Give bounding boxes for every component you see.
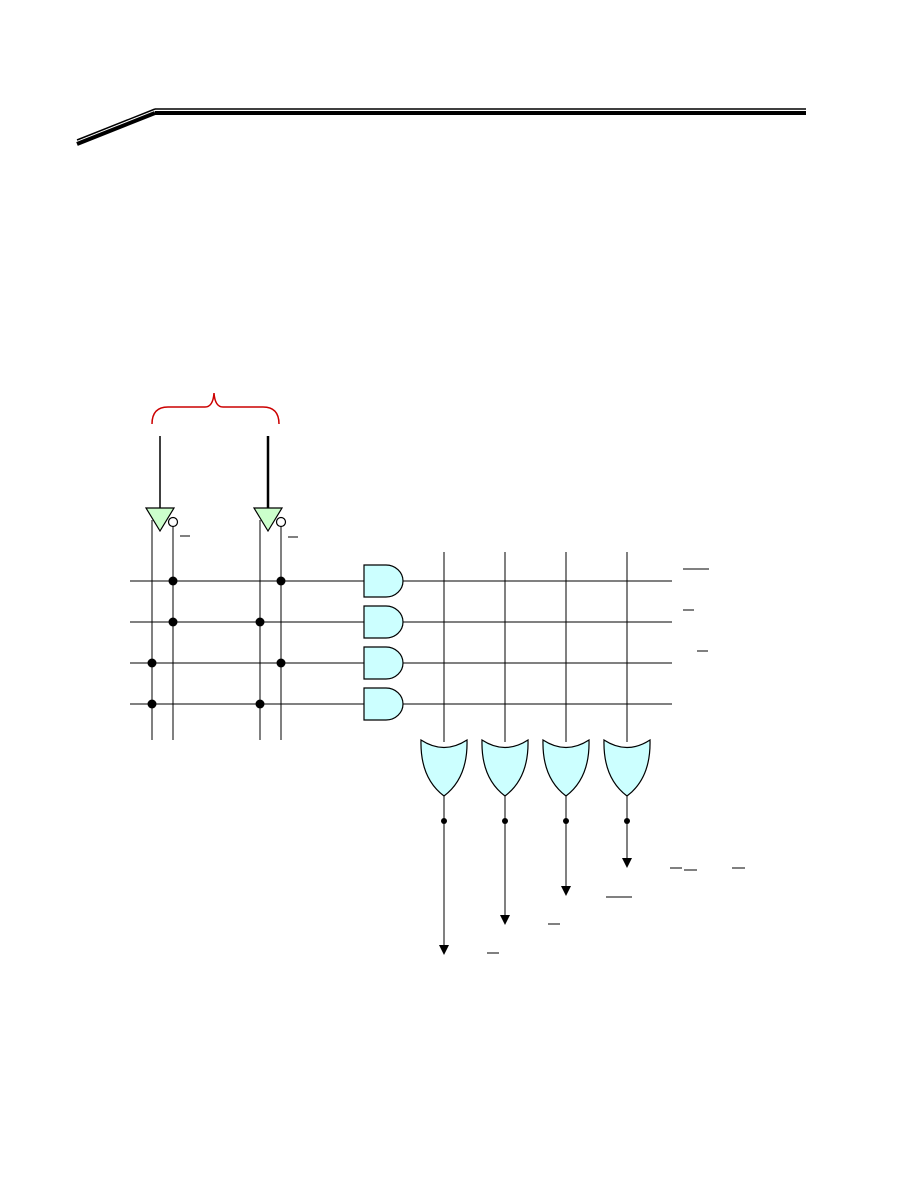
- connection-dot: [276, 576, 286, 586]
- output-dot: [441, 818, 447, 824]
- output-arrowheads: [439, 858, 632, 955]
- output-dot: [563, 818, 569, 824]
- arrow-down-icon: [439, 945, 449, 955]
- and-gate-4-icon: [363, 687, 404, 721]
- connection-dot: [168, 617, 178, 627]
- connection-dot: [147, 658, 157, 668]
- output-dots: [441, 818, 630, 824]
- arrow-down-icon: [500, 915, 510, 925]
- connection-dot: [255, 699, 265, 709]
- or-gate-4-icon: [603, 738, 651, 797]
- or-gate-2-icon: [481, 738, 529, 797]
- or-gates: [420, 738, 651, 797]
- output-overbars: [487, 867, 745, 954]
- arrow-down-icon: [622, 858, 632, 868]
- output-wires: [443, 796, 628, 946]
- product-term-output-lines: [403, 580, 672, 705]
- and-gate-2-icon: [363, 605, 404, 639]
- arrow-down-icon: [561, 886, 571, 896]
- or-gate-1-icon: [420, 738, 468, 797]
- header-rule: [76, 108, 806, 146]
- or-gate-3-icon: [542, 738, 590, 797]
- and-gate-1-icon: [363, 564, 404, 598]
- and-gates: [363, 564, 404, 721]
- connection-dot: [255, 617, 265, 627]
- connection-dot: [168, 576, 178, 586]
- input-brace: [151, 392, 280, 425]
- input-1-buffer-icon: [144, 507, 179, 533]
- input-2-buffer-icon: [252, 507, 287, 533]
- output-dot: [502, 818, 508, 824]
- connection-dot: [147, 699, 157, 709]
- and-gate-3-icon: [363, 646, 404, 680]
- connection-dot: [276, 658, 286, 668]
- or-plane-lines: [443, 552, 628, 742]
- output-dot: [624, 818, 630, 824]
- product-term-input-lines: [130, 580, 364, 705]
- minterm-overbars: [683, 568, 709, 652]
- and-plane-connections: [147, 576, 286, 709]
